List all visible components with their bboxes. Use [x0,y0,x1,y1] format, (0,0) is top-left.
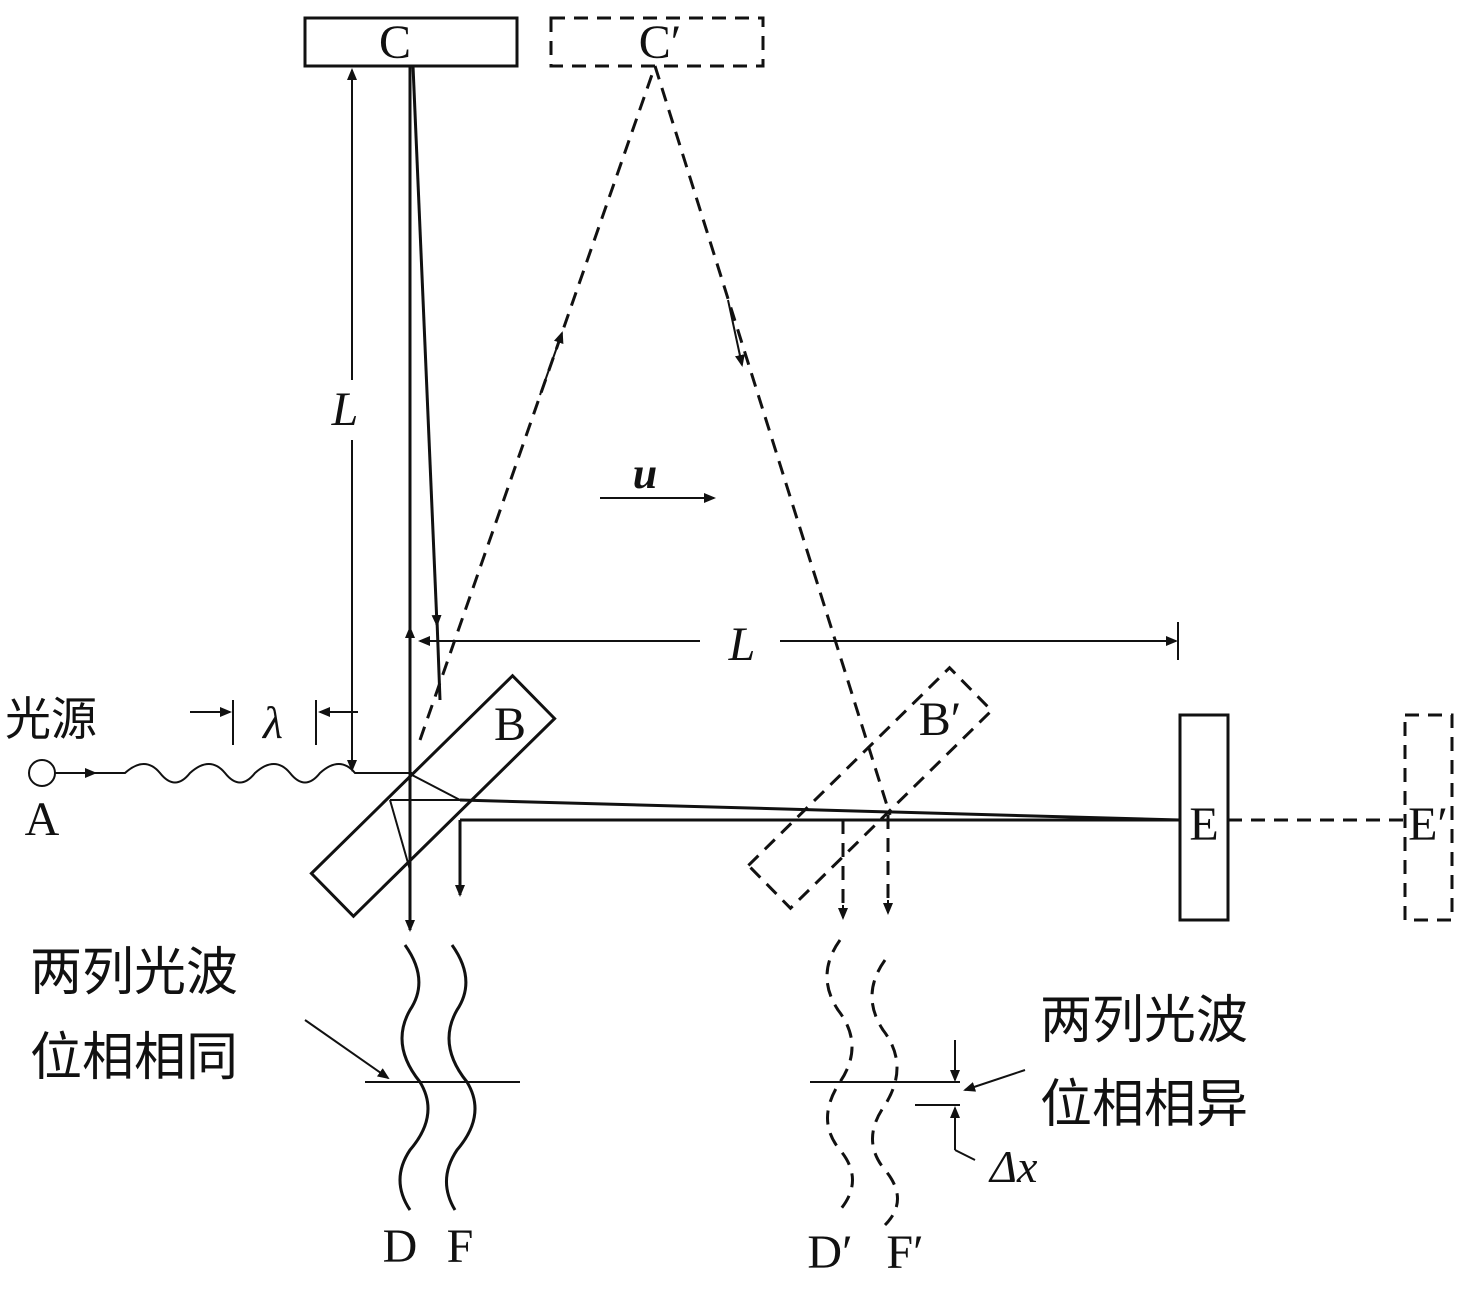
source-a: A [25,759,60,846]
svg-text:B: B [494,698,526,751]
incident-wave [55,763,412,784]
svg-text:L: L [728,618,756,671]
diff-phase-label-line2: 位相相异 [1040,1075,1248,1135]
vertical-length-marker: L [331,68,359,772]
svg-text:C: C [379,16,411,69]
svg-text:L: L [331,383,359,436]
mirror-c: C [303,16,519,69]
horizontal-beams [459,798,1405,822]
mirror-e-prime: E′ [1403,713,1454,922]
svg-text:C′: C′ [639,16,682,69]
svg-text:E: E [1189,798,1218,851]
mirror-c-prime: C′ [549,16,765,69]
label-f-prime: F′ [886,1226,923,1279]
in-phase-waves [304,944,520,1211]
diff-phase-label-line1: 两列光波 [1040,991,1248,1051]
velocity-u: u [600,449,716,503]
label-f: F [447,1220,474,1273]
dashed-beam-paths [418,65,892,816]
same-phase-label-line1: 两列光波 [30,943,238,1003]
out-of-phase-waves [810,939,1026,1227]
svg-text:λ: λ [261,697,283,748]
horizontal-length-marker: L [418,618,1179,671]
svg-text:E′: E′ [1408,798,1448,851]
mirror-e: E [1178,713,1230,922]
svg-text:A: A [25,793,60,846]
label-d: D [383,1220,418,1273]
label-d-prime: D′ [807,1226,852,1279]
wavelength-marker: λ [190,697,358,748]
light-source-label: 光源 [5,692,97,746]
beam-splitter-b-prime: B′ [746,665,994,911]
svg-text:u: u [633,449,657,498]
beam-splitter-b: B [309,673,557,919]
delta-x-label: Δx [988,1141,1038,1192]
same-phase-label-line2: 位相相同 [30,1028,238,1088]
svg-text:B′: B′ [919,693,962,746]
